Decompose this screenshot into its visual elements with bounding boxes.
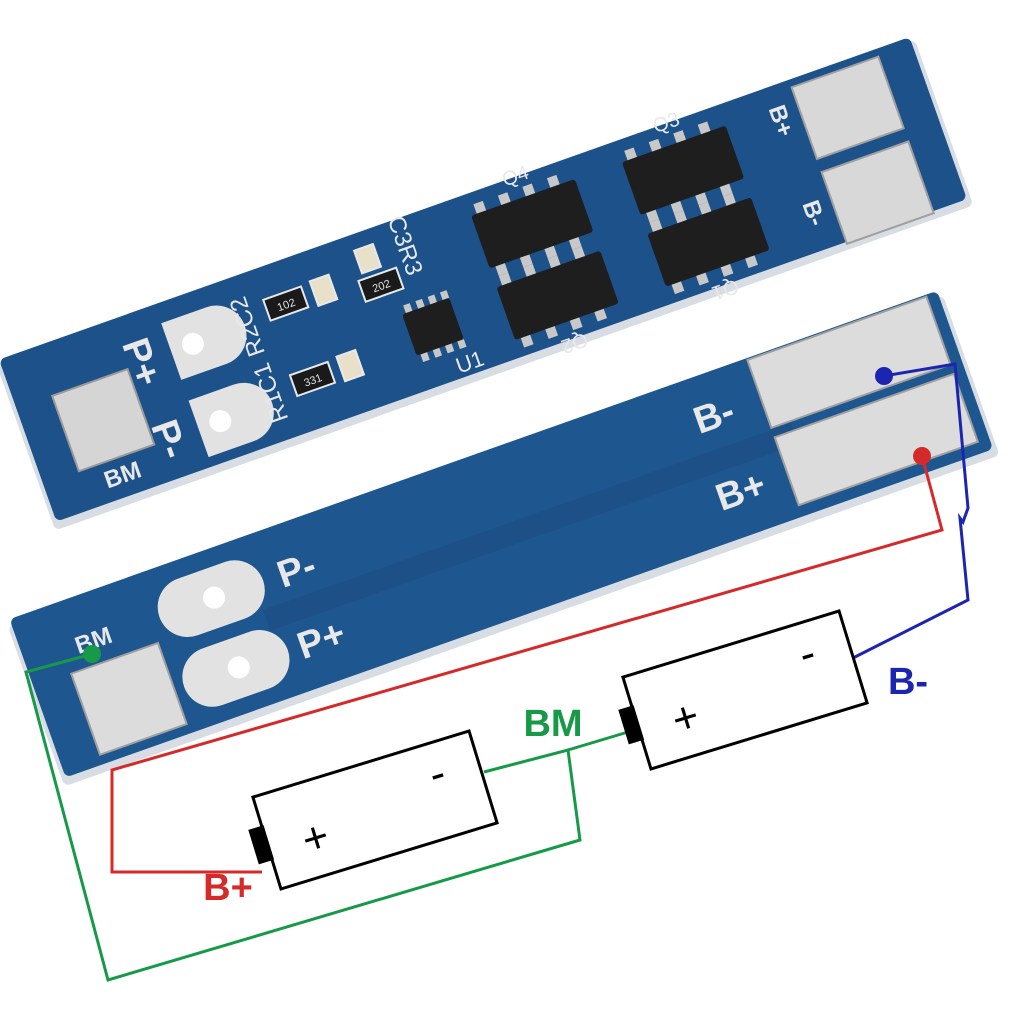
r2-code: 102 bbox=[276, 297, 297, 314]
bm-wire-label: BM bbox=[523, 703, 582, 745]
cell-left-body bbox=[251, 729, 499, 891]
top-bm-pad bbox=[50, 367, 156, 473]
c1-capacitor bbox=[335, 348, 366, 383]
q1-mosfet bbox=[648, 193, 769, 295]
top-bminus-pad bbox=[820, 140, 936, 246]
battery-cell-left: + - bbox=[248, 729, 499, 891]
b-minus-wire bbox=[852, 362, 970, 660]
cell-right-body bbox=[621, 609, 869, 771]
b-minus-wire-label: B- bbox=[888, 661, 928, 703]
bottom-pcb-board: BM P- P+ B- B+ bbox=[9, 292, 998, 785]
b-plus-wire-label: B+ bbox=[203, 867, 253, 909]
r3-resistor: 202 bbox=[357, 266, 405, 304]
r3-code: 202 bbox=[371, 278, 392, 295]
bm-wire-middle bbox=[567, 730, 629, 752]
b-plus-connection-dot bbox=[913, 447, 931, 465]
bottom-bm-pad bbox=[69, 641, 188, 757]
cell-left-terminal bbox=[248, 825, 275, 865]
b-plus-wire bbox=[110, 455, 944, 874]
r1-resistor: 331 bbox=[288, 360, 337, 398]
bottom-bplus-pad bbox=[773, 372, 980, 507]
bottom-pminus-hole bbox=[203, 586, 226, 609]
u1-ic bbox=[402, 290, 467, 363]
q3-mosfet bbox=[622, 121, 744, 223]
bottom-board-trace bbox=[263, 423, 799, 631]
bm-connection-dot bbox=[83, 645, 101, 663]
bottom-bminus-pad bbox=[746, 295, 952, 430]
bm-wire-outer bbox=[24, 652, 582, 982]
c3-capacitor bbox=[352, 242, 383, 275]
r2-resistor: 102 bbox=[261, 285, 310, 322]
bottom-pplus-hole bbox=[227, 656, 250, 679]
r1-code: 331 bbox=[302, 372, 323, 389]
top-bplus-pad bbox=[790, 55, 905, 161]
c2-capacitor bbox=[308, 273, 339, 308]
q2-mosfet bbox=[497, 246, 618, 348]
battery-cell-right: + - bbox=[618, 609, 869, 771]
cell-right-terminal bbox=[618, 705, 645, 745]
b-minus-connection-dot bbox=[875, 367, 893, 385]
q4-mosfet bbox=[471, 174, 593, 276]
top-pplus-hole bbox=[181, 332, 204, 355]
top-pminus-hole bbox=[209, 410, 232, 433]
